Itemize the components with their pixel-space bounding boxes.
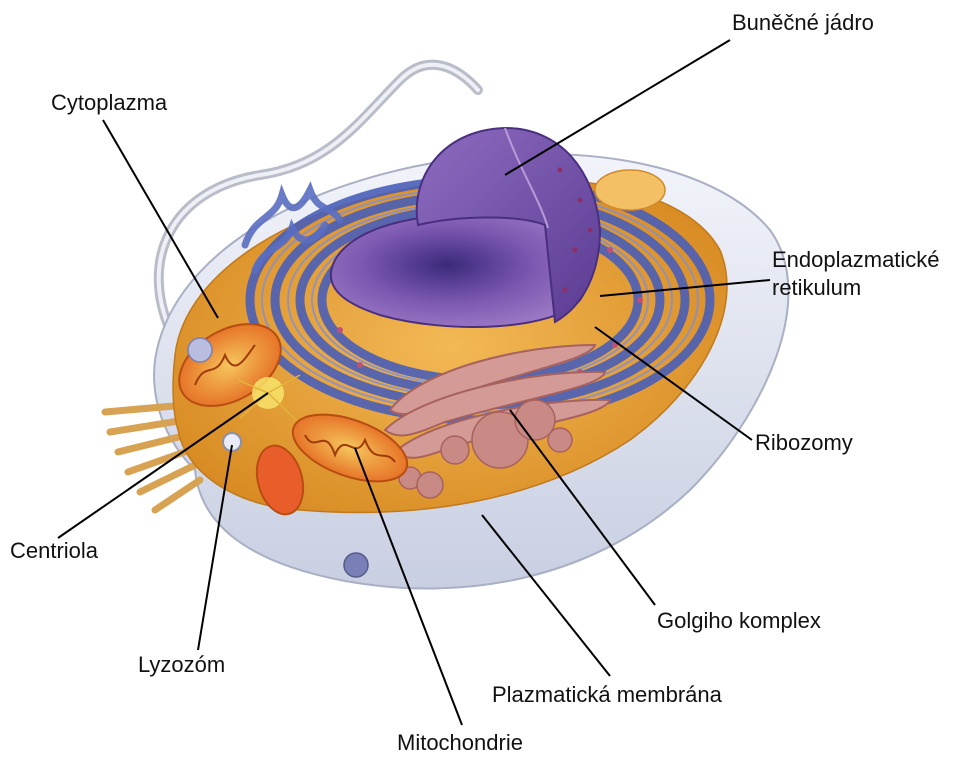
label-plasma-membrane: Plazmatická membrána — [492, 682, 722, 708]
label-lysosome: Lyzozóm — [138, 652, 225, 678]
label-golgi: Golgiho komplex — [657, 608, 821, 634]
label-er-line1: Endoplazmatické — [772, 246, 940, 274]
label-mitochondria: Mitochondrie — [397, 730, 523, 756]
label-er-line2: retikulum — [772, 274, 940, 302]
label-cytoplasm: Cytoplazma — [51, 90, 167, 116]
label-ribosomes: Ribozomy — [755, 430, 853, 456]
label-endoplasmic-reticulum: Endoplazmatické retikulum — [772, 246, 940, 302]
label-centriole: Centriola — [10, 538, 98, 564]
leader-nucleus — [505, 40, 730, 175]
label-nucleus: Buněčné jádro — [732, 10, 874, 36]
